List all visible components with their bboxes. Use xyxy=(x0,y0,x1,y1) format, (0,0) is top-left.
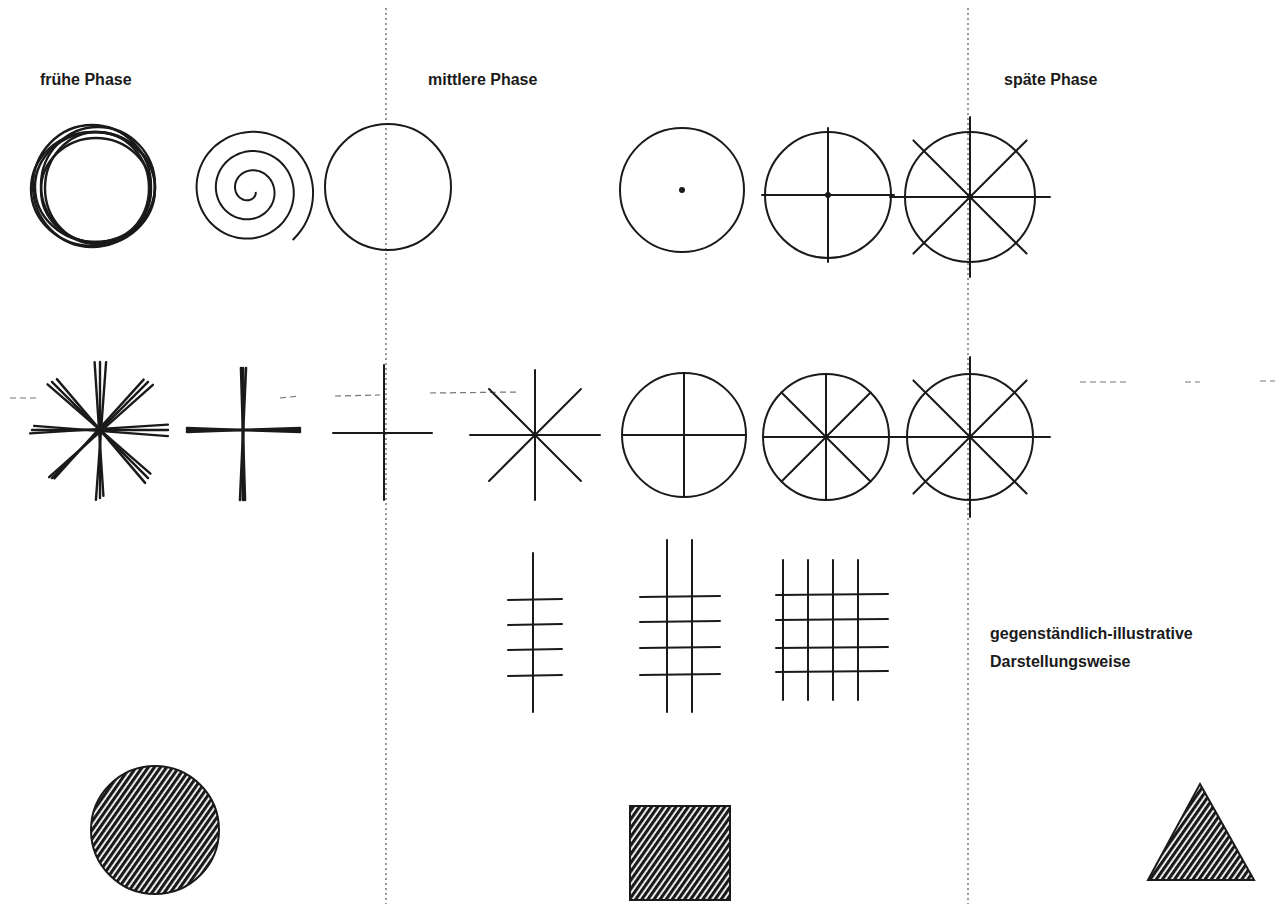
ray-line xyxy=(970,436,1050,438)
ray-line xyxy=(489,435,535,481)
scribble-cross xyxy=(187,428,300,432)
phase-divider xyxy=(967,8,968,904)
stroke xyxy=(857,560,859,700)
dashed-leader xyxy=(1080,381,1130,382)
stroke xyxy=(508,675,562,676)
ray-line xyxy=(969,357,971,437)
ray-line xyxy=(781,437,826,482)
stroke xyxy=(508,624,562,625)
ray-line xyxy=(534,435,536,500)
phase-heading: frühe Phase xyxy=(40,66,340,94)
scribble-ray xyxy=(54,380,143,479)
scribble-cross xyxy=(187,429,300,432)
dashed-leader xyxy=(280,396,300,398)
ray-line xyxy=(535,435,581,481)
stroke xyxy=(666,540,668,712)
mode-label: gegenständlich-illustrative Darstellungs… xyxy=(990,620,1270,676)
center-dot xyxy=(679,187,685,193)
stroke xyxy=(532,553,534,712)
stroke xyxy=(776,594,888,595)
ray-line xyxy=(913,380,970,437)
stroke xyxy=(508,649,562,650)
stroke xyxy=(640,674,720,675)
ray-line xyxy=(970,196,1050,198)
scribble-circle xyxy=(33,125,151,247)
ray-line xyxy=(970,437,1027,494)
stroke xyxy=(622,434,746,436)
stroke xyxy=(691,540,693,712)
ray-line xyxy=(913,140,970,197)
dashed-leader xyxy=(1185,381,1200,382)
ray-line xyxy=(470,434,535,436)
ray-line xyxy=(534,370,536,435)
spiral xyxy=(197,132,313,240)
ray-line xyxy=(825,437,827,500)
stroke xyxy=(333,432,432,434)
ray-line xyxy=(781,392,826,437)
ray-line xyxy=(969,117,971,197)
ray-line xyxy=(890,196,970,198)
stroke xyxy=(508,599,562,600)
ray-line xyxy=(826,437,871,482)
ray-line xyxy=(969,197,971,277)
dashed-leader xyxy=(430,392,520,393)
stroke xyxy=(776,671,888,672)
dashed-leader xyxy=(1260,380,1275,381)
phase-divider xyxy=(385,8,386,904)
ray-line xyxy=(826,436,889,438)
stroke xyxy=(776,619,888,620)
ray-line xyxy=(489,389,535,435)
ray-line xyxy=(970,140,1027,197)
hatched-square xyxy=(630,806,730,900)
dashed-leader xyxy=(335,395,380,396)
stroke xyxy=(776,647,888,648)
stroke xyxy=(640,621,720,622)
stroke xyxy=(782,560,784,700)
ray-line xyxy=(890,436,970,438)
circle-figure xyxy=(622,373,746,497)
ray-line xyxy=(969,437,971,517)
stroke xyxy=(807,560,809,700)
ray-line xyxy=(913,437,970,494)
scribble-cross xyxy=(241,368,245,500)
ray-line xyxy=(535,389,581,435)
circle-figure xyxy=(620,128,744,252)
center-dot xyxy=(967,194,973,200)
ray-line xyxy=(826,392,871,437)
figures xyxy=(30,117,1254,900)
circle-figure xyxy=(325,124,451,250)
ray-line xyxy=(825,374,827,437)
ray-line xyxy=(763,436,826,438)
stroke xyxy=(640,596,720,597)
center-dot xyxy=(825,192,831,198)
ray-line xyxy=(535,434,600,436)
scribble-circle xyxy=(45,132,149,244)
ray-line xyxy=(970,197,1027,254)
dashed-leader xyxy=(10,397,40,398)
ray-line xyxy=(970,380,1027,437)
hatched-triangle xyxy=(1148,784,1254,880)
ray-line xyxy=(913,197,970,254)
hatched-circle xyxy=(91,766,219,894)
phase-heading: mittlere Phase xyxy=(428,66,728,94)
phase-heading: späte Phase xyxy=(1004,66,1264,94)
stroke xyxy=(640,647,720,648)
circle-figure xyxy=(763,374,889,500)
scribble-cross xyxy=(240,368,246,500)
phase-dividers xyxy=(10,8,1275,904)
stroke xyxy=(832,560,834,700)
